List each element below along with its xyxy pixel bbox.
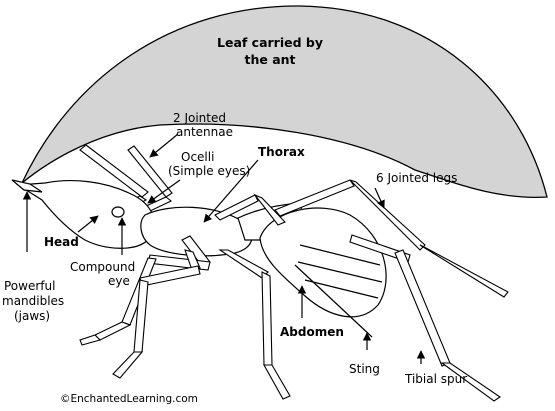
leaf-label-line2: the ant: [244, 52, 295, 67]
tibial-spur-label: Tibial spur: [404, 372, 467, 386]
head-label: Head: [44, 235, 79, 249]
thorax-label: Thorax: [258, 145, 305, 159]
copyright-text: ©EnchantedLearning.com: [60, 393, 198, 405]
ocelli-label-line2: (Simple eyes): [168, 164, 250, 178]
legs: [79, 179, 509, 402]
abdomen-label: Abdomen: [280, 325, 344, 339]
mandibles-label-line2: mandibles: [2, 294, 64, 308]
legs-label: 6 Jointed legs: [376, 171, 457, 185]
antennae-label-line1: 2 Jointed: [173, 111, 226, 125]
ocelli-label-line1: Ocelli: [181, 150, 214, 164]
mandibles-label-line3: (jaws): [14, 309, 50, 323]
compound-eye-label-line1: Compound: [70, 260, 135, 274]
pointer-arrows: [22, 133, 426, 364]
mandibles-label-line1: Powerful: [4, 279, 55, 293]
leaf-shape: [21, 5, 548, 199]
compound-eye-label-line2: eye: [108, 274, 130, 288]
leaf-label-line1: Leaf carried by: [217, 35, 323, 50]
head-shape: [11, 179, 156, 249]
sting-label: Sting: [349, 362, 380, 376]
abdomen-shape: [259, 207, 387, 338]
antennae-label-line2: antennae: [176, 125, 233, 139]
